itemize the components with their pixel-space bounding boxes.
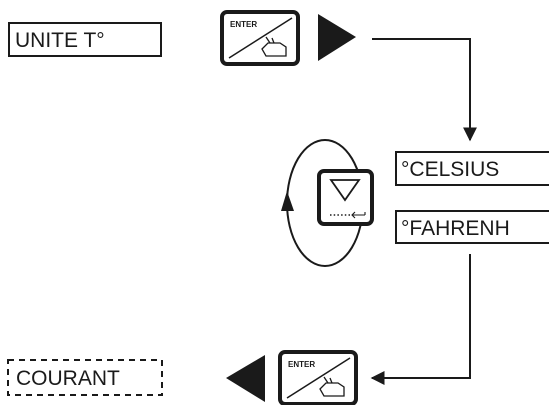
celsius-option-label: °CELSIUS	[401, 158, 499, 181]
dotted-return-icon	[330, 211, 366, 219]
left-triangle-icon	[226, 355, 265, 402]
fahrenheit-option-label: °FAHRENH	[401, 217, 510, 240]
cycle-arrowhead-icon	[281, 191, 294, 211]
down-triangle-icon	[329, 179, 361, 202]
enter-key-top-label: ENTER	[230, 20, 257, 29]
connector-to-options	[372, 38, 477, 142]
hand-press-icon	[261, 36, 287, 57]
enter-key-bottom-label: ENTER	[288, 360, 315, 369]
celsius-option-box: °CELSIUS	[395, 151, 549, 186]
connector-to-next	[370, 254, 471, 385]
next-display-box: COURANT	[7, 359, 163, 396]
enter-key-top[interactable]: ENTER	[220, 10, 300, 66]
fahrenheit-option-box: °FAHRENH	[395, 210, 549, 244]
unit-display-box: UNITE T°	[8, 22, 162, 57]
right-triangle-icon	[318, 14, 356, 61]
hand-press-icon	[319, 376, 345, 397]
unit-display-label: UNITE T°	[15, 29, 105, 52]
next-display-label: COURANT	[16, 367, 120, 390]
down-key[interactable]	[317, 169, 374, 226]
enter-key-bottom[interactable]: ENTER	[278, 350, 358, 405]
